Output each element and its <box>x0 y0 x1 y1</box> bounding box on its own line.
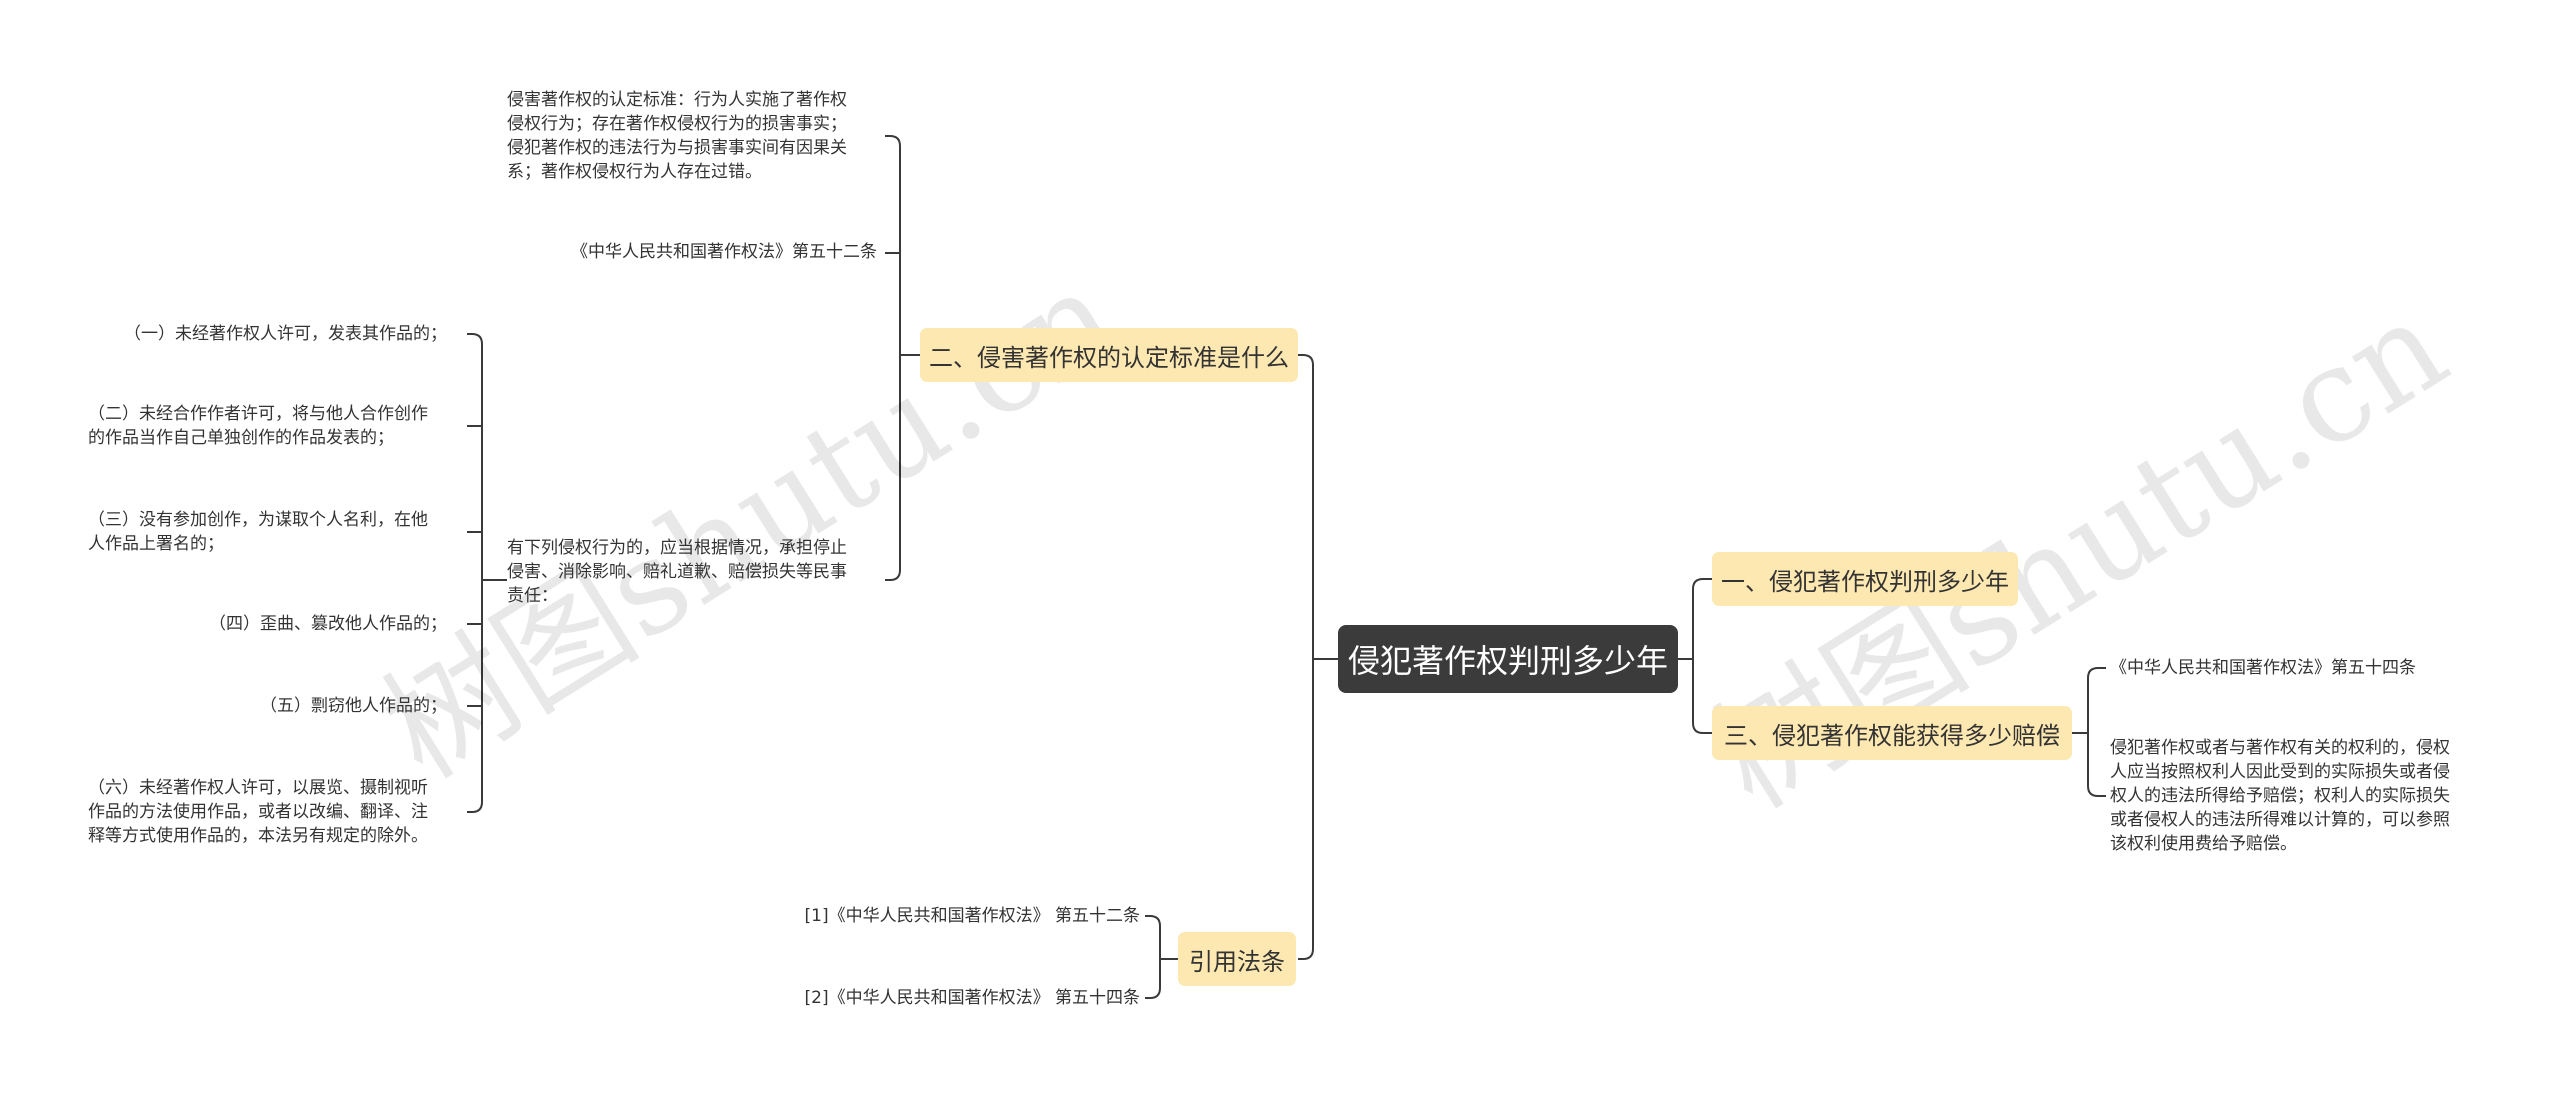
branch-compensation[interactable]: 三、侵犯著作权能获得多少赔偿 <box>1712 706 2072 760</box>
liability-tip-5 <box>467 801 483 813</box>
liability-tip-0 <box>467 333 483 345</box>
liability-item-5: （五）剽窃他人作品的； <box>260 696 447 716</box>
leaf-standard-text: 侵害著作权的认定标准：行为人实施了著作权 侵权行为；存在著作权侵权行为的损害事实… <box>507 90 847 182</box>
b4-tip-0 <box>1145 915 1161 927</box>
b2-tip-2 <box>885 569 901 581</box>
leaf-law-article-54: 《中华人民共和国著作权法》第五十四条 <box>2110 658 2416 678</box>
branch-sentence-length[interactable]: 一、侵犯著作权判刑多少年 <box>1712 552 2018 606</box>
branch-infringement-standard[interactable]: 二、侵害著作权的认定标准是什么 <box>920 328 1298 382</box>
branch-cited-laws[interactable]: 引用法条 <box>1178 932 1296 986</box>
liability-item-2: （二）未经合作作者许可，将与他人合作创作 的作品当作自己单独创作的作品发表的； <box>88 404 428 448</box>
liability-item-6: （六）未经著作权人许可，以展览、摄制视听 作品的方法使用作品，或者以改编、翻译、… <box>88 778 428 846</box>
b2-tip-0 <box>885 135 901 147</box>
liability-item-1: （一）未经著作权人许可，发表其作品的； <box>124 324 447 344</box>
root-left-tip-1 <box>1298 948 1314 960</box>
b3-tip-0 <box>2087 667 2106 679</box>
liability-item-4: （四）歪曲、篡改他人作品的； <box>209 614 447 634</box>
b3-tip-1 <box>2087 785 2106 797</box>
citation-1[interactable]: [1]《中华人民共和国著作权法》 第五十二条 <box>804 906 1140 926</box>
citation-2[interactable]: [2]《中华人民共和国著作权法》 第五十四条 <box>804 988 1140 1008</box>
leaf-law-article-52: 《中华人民共和国著作权法》第五十二条 <box>571 242 877 262</box>
root-left-tip-0 <box>1298 354 1314 366</box>
root-right-tip-1 <box>1692 722 1712 734</box>
liability-item-3: （三）没有参加创作，为谋取个人名利，在他 人作品上署名的； <box>88 510 428 554</box>
leaf-compensation-text: 侵犯著作权或者与著作权有关的权利的，侵权 人应当按照权利人因此受到的实际损失或者… <box>2110 738 2450 854</box>
leaf-civil-liability: 有下列侵权行为的，应当根据情况，承担停止 侵害、消除影响、赔礼道歉、赔偿损失等民… <box>507 538 847 606</box>
b4-tip-1 <box>1145 987 1161 999</box>
root-right-tip-0 <box>1692 578 1712 590</box>
root-topic[interactable]: 侵犯著作权判刑多少年 <box>1338 625 1678 693</box>
